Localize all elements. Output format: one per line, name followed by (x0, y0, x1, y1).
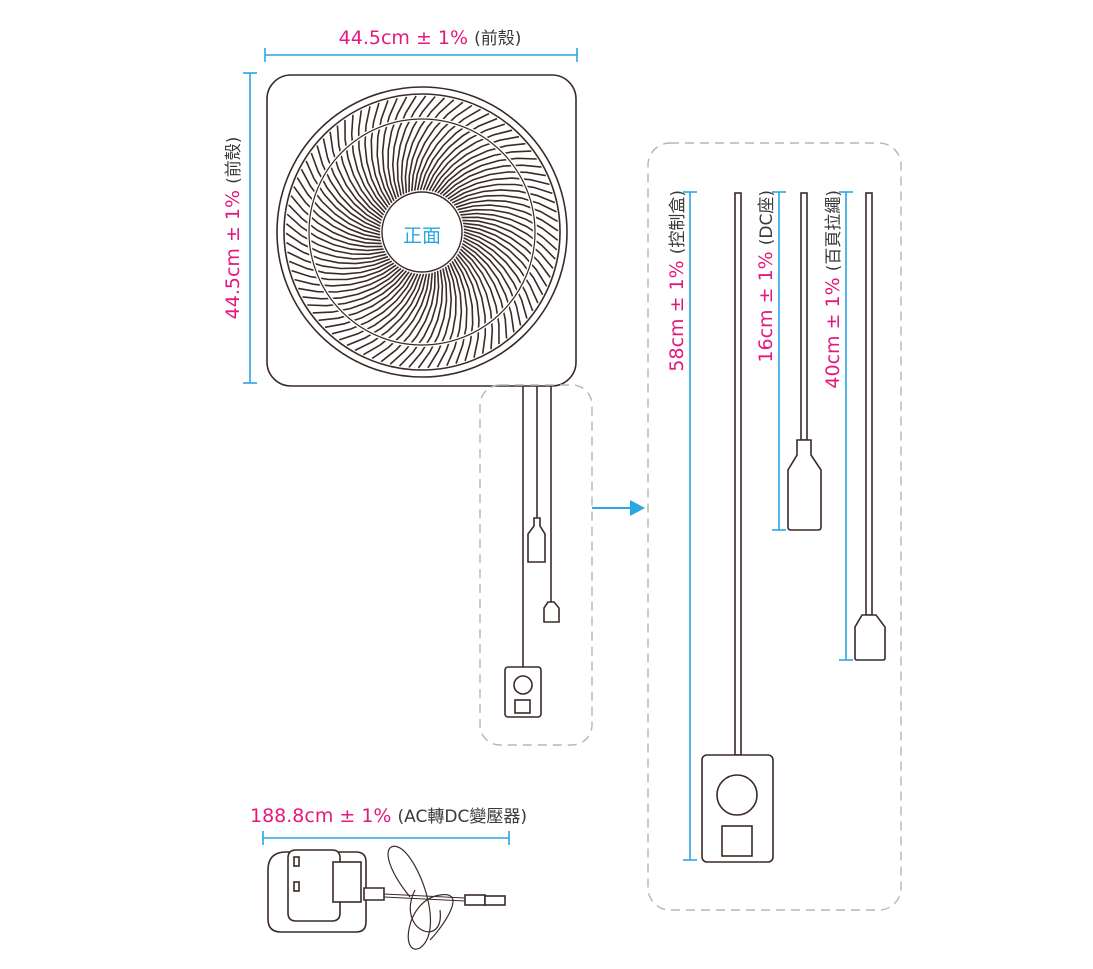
control-box-cable-dimension: 58cm ± 1% (控制盒) (666, 190, 697, 861)
fan-center-label: 正面 (403, 225, 441, 247)
louver-cord-label: 40cm ± 1% (百頁拉繩) (822, 190, 844, 389)
adapter-dimension: 188.8cm ± 1% (AC轉DC變壓器) (250, 805, 527, 845)
fan-height-dimension: 44.5cm ± 1% (前殼) (222, 72, 257, 384)
fan-front-view: 正面 (266, 74, 577, 387)
cable-overview (479, 384, 593, 746)
louver-cord-dimension: 40cm ± 1% (百頁拉繩) (822, 190, 853, 661)
fan-width-dimension: 44.5cm ± 1% (前殼) (264, 27, 578, 62)
fan-height-label: 44.5cm ± 1% (前殼) (222, 137, 244, 320)
control-box-cable-label: 58cm ± 1% (控制盒) (666, 190, 688, 372)
ac-dc-adapter (267, 845, 506, 950)
cable-detail: 58cm ± 1% (控制盒) 16cm ± 1% (DC座) 40cm ± 1… (647, 142, 902, 911)
fan-grille (285, 95, 559, 369)
dc-socket-cable-label: 16cm ± 1% (DC座) (755, 190, 777, 363)
fan-blade-lines (285, 95, 559, 369)
fan-width-label: 44.5cm ± 1% (前殼) (339, 27, 522, 49)
arrow-icon (592, 500, 645, 516)
dc-socket-cable-dimension: 16cm ± 1% (DC座) (755, 190, 786, 531)
adapter-label: 188.8cm ± 1% (AC轉DC變壓器) (250, 805, 527, 827)
